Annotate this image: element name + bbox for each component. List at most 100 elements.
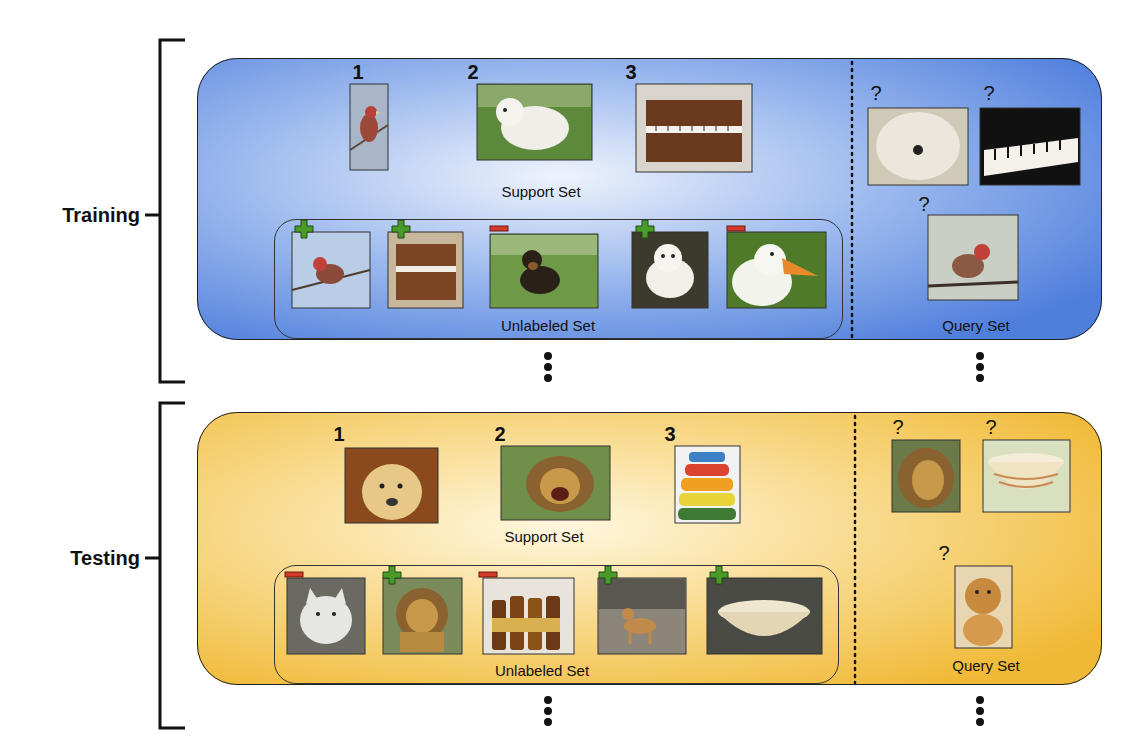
photo-dog	[629, 632, 632, 644]
photo-duck	[754, 244, 786, 276]
photo-dog	[520, 266, 560, 294]
set-label: Query Set	[952, 657, 1020, 674]
photo-bird	[313, 257, 327, 271]
photo-lion	[501, 446, 610, 520]
photo-dog	[496, 98, 524, 126]
photo-piano	[656, 126, 728, 131]
photo-piano	[1020, 145, 1022, 156]
photo-dog	[522, 250, 542, 270]
photo-bowls	[685, 464, 729, 476]
photo-beer	[483, 578, 574, 654]
photo-dog	[876, 112, 960, 180]
ellipsis-dots	[544, 696, 552, 704]
panel-ground	[197, 412, 1102, 685]
plus-mark	[636, 220, 654, 238]
photo-dog	[380, 484, 385, 489]
set-label: Unlabeled Set	[495, 662, 589, 679]
phase-label: Testing	[70, 547, 140, 570]
photo-dog	[477, 84, 592, 160]
photo-wolf	[316, 612, 320, 616]
photo-dog	[345, 448, 438, 523]
photo-piano	[1059, 140, 1061, 150]
photo-dog	[528, 262, 538, 270]
photo-piano	[995, 140, 1060, 160]
photo-dog	[345, 448, 438, 523]
photo-dog	[913, 145, 923, 155]
photo-puppy	[632, 232, 708, 308]
plus-mark	[295, 220, 728, 584]
bracket	[160, 403, 185, 728]
photo-dog	[598, 578, 686, 654]
photo-puppy	[632, 232, 708, 308]
photo-lion	[383, 578, 462, 654]
plus-mark	[383, 566, 401, 584]
photo-duck	[727, 232, 826, 308]
photo-lion	[383, 578, 462, 654]
minus-mark	[727, 226, 745, 231]
photo-dog	[491, 235, 597, 255]
minus-mark	[285, 572, 303, 577]
photo-duck	[782, 258, 818, 276]
photo-dog	[503, 108, 507, 112]
photo-bird	[350, 84, 388, 170]
photo-bowls	[681, 478, 733, 491]
photo-dog	[963, 614, 1003, 646]
photo-dog	[624, 618, 656, 634]
bracket	[145, 214, 159, 217]
ellipsis-dots	[976, 363, 984, 371]
photo-piano	[980, 108, 1080, 185]
class-number: 1	[352, 61, 363, 84]
photo-piano	[1046, 142, 1048, 152]
set-label: Query Set	[942, 317, 1010, 334]
photo-piano	[980, 108, 1080, 185]
photo-bowl	[988, 462, 1064, 489]
photo-piano	[728, 126, 729, 131]
plus-mark	[295, 220, 313, 238]
query-mark: ?	[985, 416, 996, 439]
ellipsis-dots	[544, 707, 552, 715]
photo-piano	[704, 126, 705, 131]
plus-mark	[599, 566, 617, 584]
ellipsis-dots	[976, 718, 984, 726]
photo-bird	[376, 111, 381, 115]
ellipsis-dots	[544, 363, 552, 371]
photo-bowls	[679, 493, 735, 506]
divider	[852, 62, 855, 683]
photo-bowls	[707, 578, 822, 654]
photo-dog	[599, 579, 685, 609]
photo-piano	[680, 126, 681, 131]
photo-bowls	[718, 612, 810, 636]
panel-ground	[197, 58, 1102, 340]
photo-lion	[551, 487, 569, 501]
photo-piano	[994, 149, 996, 160]
class-number: 3	[625, 61, 636, 84]
photo-duck	[727, 232, 826, 308]
photo-puppy	[671, 254, 675, 258]
photo-bowls	[675, 446, 740, 523]
photo-dog	[477, 84, 592, 160]
photo-lion	[892, 440, 960, 512]
photo-bird	[350, 84, 388, 170]
photo-bowl	[999, 482, 1053, 487]
photo-lion	[406, 599, 438, 633]
photo-bowl	[983, 440, 1070, 512]
photo-piano	[668, 126, 669, 131]
photo-piano	[1033, 144, 1035, 154]
photo-bird	[928, 282, 1018, 286]
photo-wolf	[334, 588, 346, 604]
panel-ground	[197, 58, 1102, 685]
photo-dog	[868, 108, 968, 185]
minus-mark	[479, 572, 497, 577]
photo-wolf	[306, 588, 318, 604]
ellipsis-dots	[544, 352, 552, 360]
query-mark: ?	[938, 542, 949, 565]
photo-dog	[955, 566, 1012, 648]
bracket	[145, 40, 185, 728]
photo-lion	[400, 632, 444, 652]
photo-piano	[984, 138, 1078, 176]
training-panel: Support SetQuery SetUnlabeled Set	[197, 58, 1102, 340]
photo-dog	[965, 578, 1001, 614]
photo-piano	[636, 84, 752, 172]
photo-lion	[898, 448, 954, 508]
